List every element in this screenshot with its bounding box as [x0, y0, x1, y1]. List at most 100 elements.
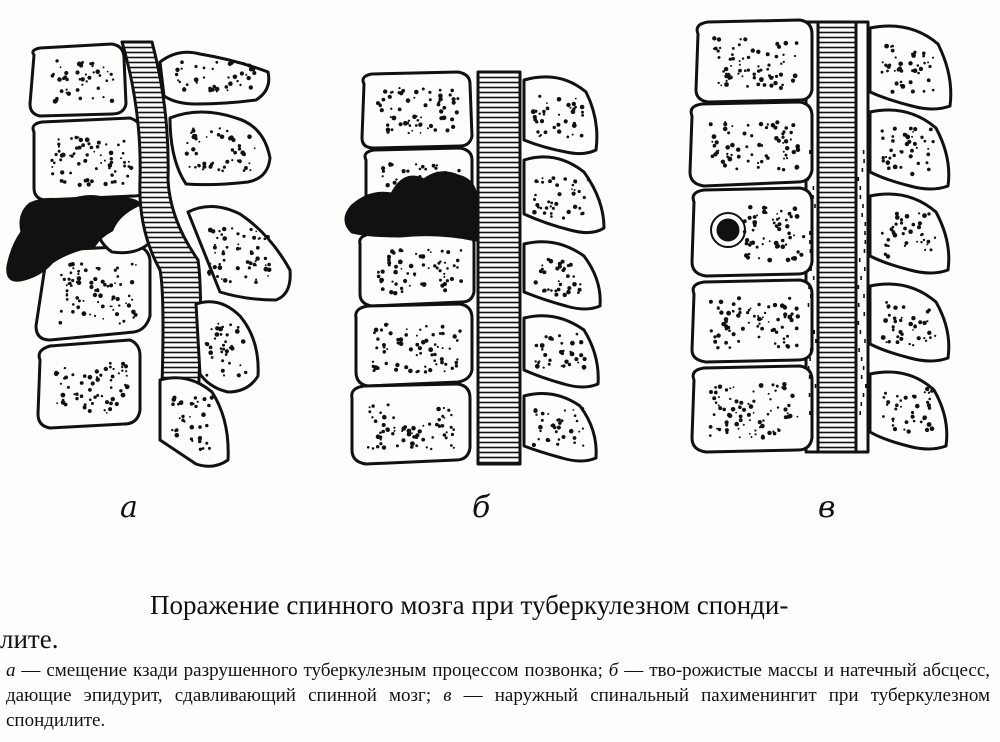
bone-dot: [221, 359, 225, 363]
bone-dot: [89, 62, 93, 66]
bone-dot: [772, 430, 775, 433]
bone-dot: [64, 375, 68, 380]
bone-dot: [901, 305, 906, 309]
bone-dot: [59, 66, 62, 69]
bone-dot: [572, 275, 575, 278]
bone-dot: [713, 390, 718, 395]
bone-dot: [96, 140, 101, 145]
bone-dot: [196, 400, 199, 403]
bone-dot: [756, 214, 758, 217]
bone-dot: [212, 265, 217, 270]
bone-dot: [421, 340, 426, 345]
bone-dot: [239, 161, 242, 164]
bone-dot: [564, 359, 569, 364]
bone-dot: [180, 67, 183, 70]
bone-dot: [912, 329, 914, 331]
bone-dot: [745, 145, 749, 149]
bone-dot: [762, 419, 765, 422]
bone-dot: [928, 397, 931, 401]
bone-dot: [558, 421, 562, 425]
bone-dot: [903, 428, 906, 431]
spinous-process: [522, 75, 599, 156]
bone-dot: [381, 97, 386, 102]
bone-dot: [767, 392, 770, 395]
bone-dot: [230, 227, 234, 230]
bone-dot: [881, 159, 885, 163]
bone-dot: [232, 74, 238, 80]
bone-dot: [922, 54, 925, 58]
bone-dot: [927, 391, 931, 394]
bone-dot: [572, 107, 576, 111]
bone-dot: [105, 79, 109, 82]
bone-dot: [109, 157, 114, 161]
bone-dot: [76, 280, 82, 286]
bone-dot: [436, 171, 440, 175]
bone-dot: [446, 250, 451, 255]
bone-dot: [228, 81, 233, 86]
bone-dot: [211, 67, 214, 71]
bone-dot: [747, 308, 751, 312]
bone-dot: [746, 55, 751, 60]
bone-dot: [109, 378, 113, 382]
bone-dot: [908, 126, 913, 131]
bone-dot: [218, 230, 221, 233]
bone-dot: [904, 241, 909, 245]
bone-dot: [912, 141, 917, 146]
bone-dot: [95, 377, 100, 382]
bone-dot: [263, 256, 268, 261]
bone-dot: [760, 79, 763, 82]
bone-dot: [387, 94, 392, 99]
bone-dot: [183, 420, 186, 423]
bone-dot: [434, 166, 438, 170]
bone-dot: [65, 88, 68, 91]
bone-dot: [739, 400, 744, 405]
bone-dot: [103, 159, 106, 162]
bone-dot: [899, 150, 902, 153]
bone-dot: [746, 123, 750, 127]
bone-dot: [60, 273, 63, 277]
bone-dot: [726, 152, 729, 156]
bone-dot: [205, 373, 209, 377]
bone-dot: [208, 345, 213, 350]
bone-dot: [400, 267, 403, 270]
bone-dot: [782, 337, 786, 341]
bone-dot: [709, 329, 713, 333]
bone-dot: [246, 75, 251, 81]
bone-dot: [557, 129, 562, 134]
bone-dot: [581, 114, 584, 117]
bone-dot: [51, 166, 54, 168]
bone-dot: [735, 411, 738, 414]
bone-dot: [443, 416, 446, 419]
legend-text-a: — смещение кзади разрушенного туберкулез…: [15, 660, 609, 681]
bone-dot: [175, 67, 180, 73]
bone-dot: [455, 339, 459, 342]
bone-dot: [207, 403, 211, 408]
bone-dot: [433, 359, 437, 363]
bone-dot: [75, 70, 80, 75]
bone-dot: [736, 154, 741, 159]
bone-dot: [916, 336, 921, 341]
bone-dot: [880, 335, 886, 340]
bone-dot: [762, 209, 767, 215]
bone-dot: [541, 348, 544, 351]
bone-dot: [189, 401, 194, 406]
bone-dot: [783, 415, 788, 420]
bone-dot: [572, 409, 575, 411]
bone-dot: [201, 447, 205, 450]
bone-dot: [373, 419, 378, 424]
bone-dot: [542, 113, 546, 116]
bone-dot: [380, 287, 385, 291]
bone-dot: [247, 266, 251, 270]
bone-dot: [550, 201, 554, 205]
bone-dot: [544, 335, 548, 339]
bone-dot: [785, 218, 788, 222]
bone-dot: [219, 347, 223, 350]
bone-dot: [910, 414, 915, 419]
bone-dot: [548, 358, 552, 362]
bone-dot: [124, 384, 130, 390]
bone-dot: [904, 214, 910, 219]
bone-dot: [746, 255, 750, 260]
bone-dot: [222, 236, 227, 241]
bone-dot: [571, 183, 575, 187]
bone-dot: [802, 235, 806, 239]
